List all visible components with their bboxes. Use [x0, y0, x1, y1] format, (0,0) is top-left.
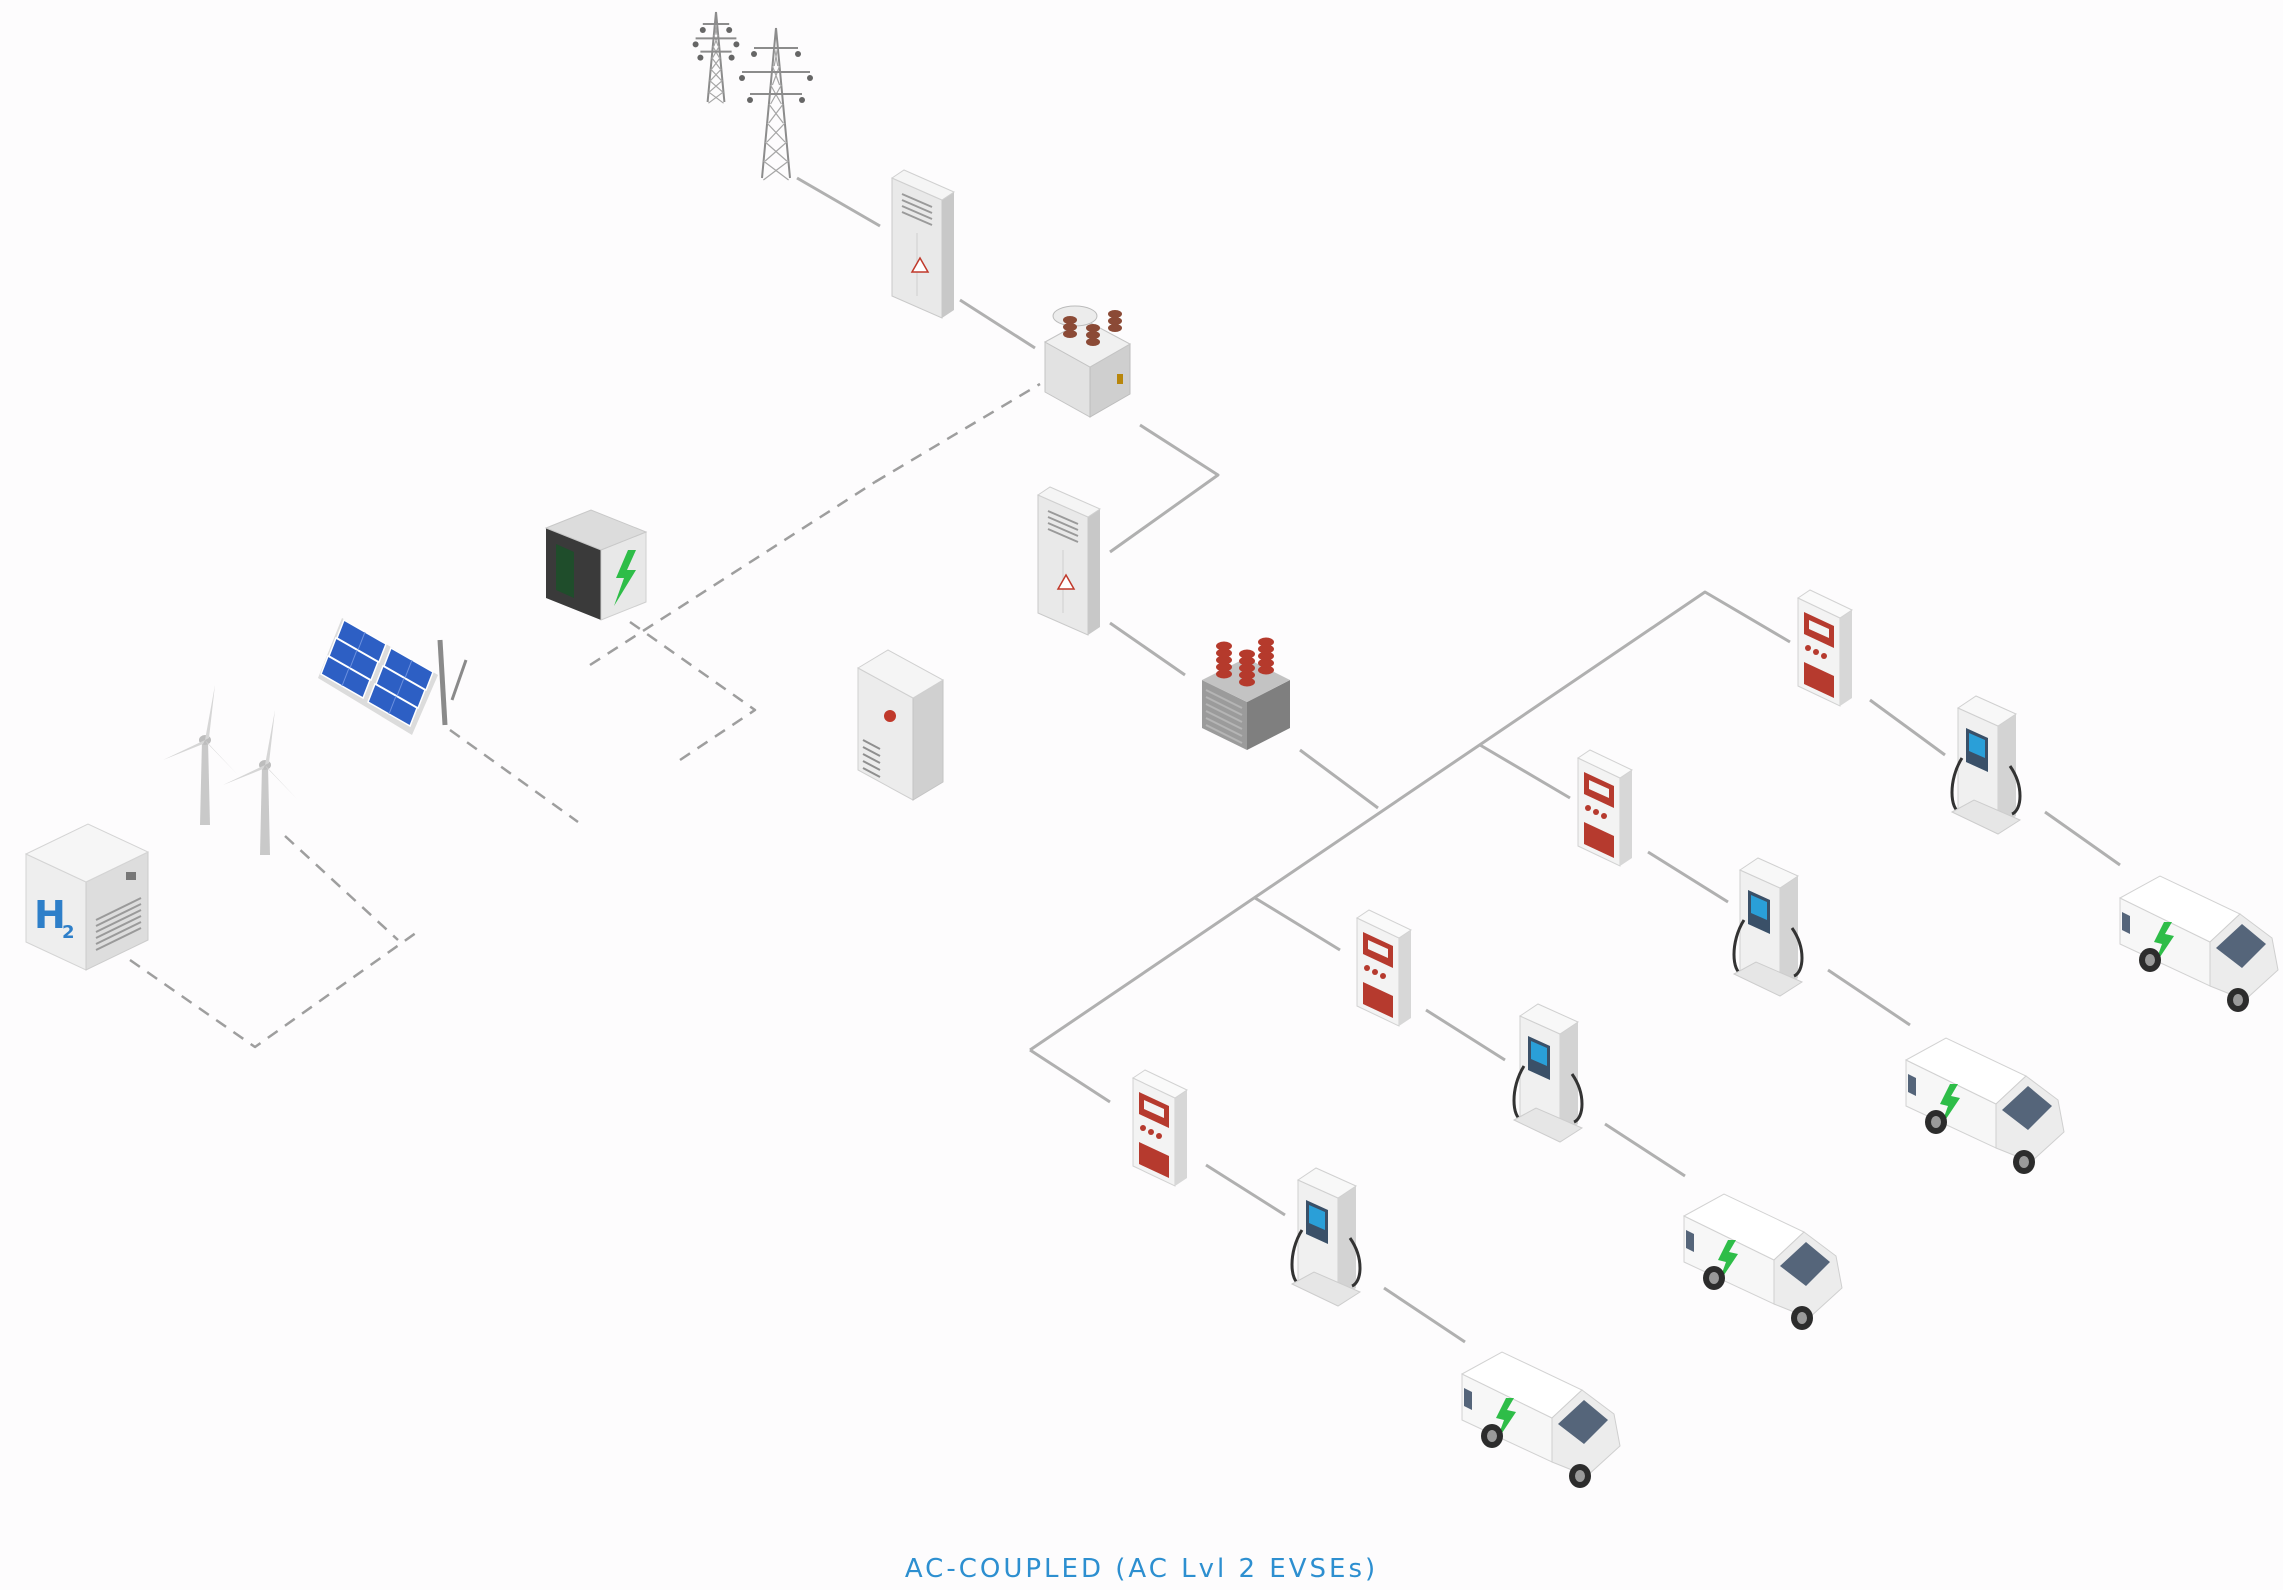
transmission-tower-icon — [692, 11, 813, 181]
battery-container-icon — [544, 509, 648, 621]
switchgear-cabinet-icon — [1036, 486, 1102, 636]
ev-charger-icon — [1512, 1003, 1584, 1143]
diagram-caption: AC-COUPLED (AC Lvl 2 EVSEs) — [904, 1554, 1379, 1584]
ac-panel-icon — [1131, 1069, 1189, 1187]
ac-panel-icon — [1576, 749, 1634, 867]
connection-lines — [129, 176, 2121, 1344]
ac-panel-icon — [1355, 909, 1413, 1027]
transformer-icon — [1043, 305, 1132, 418]
inverter-icon — [856, 649, 945, 801]
wind-turbine-icon — [163, 685, 297, 855]
ac-panel-icon — [1796, 589, 1854, 707]
ev-charger-icon — [1732, 857, 1804, 997]
electric-van-icon — [1682, 1193, 1843, 1330]
ev-charger-icon — [1950, 695, 2022, 835]
electric-van-icon — [2118, 875, 2279, 1012]
hydrogen-fuel-cell-icon: H2 — [24, 823, 150, 971]
equipment-icons: H2 — [24, 11, 2279, 1488]
electric-van-icon — [1460, 1351, 1621, 1488]
ev-charger-icon — [1290, 1167, 1362, 1307]
utility-cabinet-icon — [890, 169, 956, 319]
solar-panel-icon — [318, 618, 468, 735]
step-down-transformer-icon — [1202, 637, 1290, 750]
h2-label: H — [34, 893, 66, 937]
svg-text:2: 2 — [62, 922, 75, 943]
electric-van-icon — [1904, 1037, 2065, 1174]
